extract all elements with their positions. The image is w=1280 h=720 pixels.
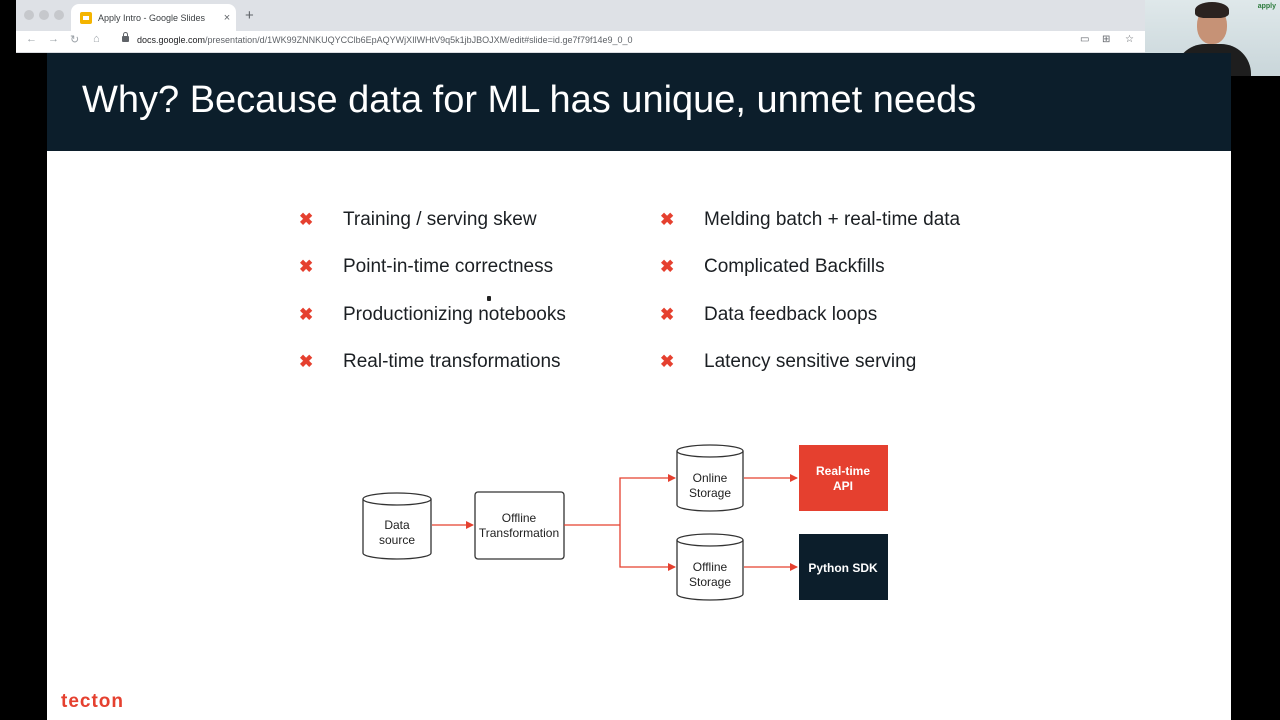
python-sdk-node: Python SDK [799, 534, 888, 600]
lock-icon[interactable] [122, 32, 129, 42]
mouse-cursor [487, 296, 491, 301]
arrow-to-offline-storage [619, 525, 676, 571]
bullet-item: ✖ Data feedback loops [660, 303, 877, 327]
webcam-logo: apply [1257, 3, 1276, 10]
bullet-item: ✖ Real-time transformations [299, 350, 561, 374]
offline-storage-label-1: Offline [693, 560, 728, 574]
offline-transformation-label-1: Offline [502, 511, 537, 525]
x-mark-icon: ✖ [660, 352, 675, 371]
back-icon[interactable]: ← [26, 33, 37, 45]
window-zoom-dot[interactable] [54, 10, 64, 20]
x-mark-icon: ✖ [660, 210, 675, 229]
x-mark-icon: ✖ [299, 305, 314, 324]
bullet-text: Productionizing notebooks [343, 304, 566, 325]
slide-title: Why? Because data for ML has unique, unm… [82, 79, 977, 121]
bullet-text: Complicated Backfills [704, 256, 885, 277]
python-sdk-label: Python SDK [808, 561, 878, 575]
forward-icon[interactable]: → [48, 33, 59, 45]
offline-storage-label-2: Storage [689, 575, 731, 589]
realtime-api-label-1: Real-time [816, 464, 870, 478]
data-source-label-2: source [379, 533, 415, 547]
bullet-text: Melding batch + real-time data [704, 209, 961, 230]
extension-icon[interactable]: ⊞ [1102, 34, 1111, 45]
architecture-diagram: Data source Offline Transformation Onlin… [362, 444, 888, 601]
data-source-node: Data source [362, 492, 432, 560]
data-source-label-1: Data [384, 518, 410, 532]
online-storage-label-2: Storage [689, 486, 731, 500]
tecton-logo: tecton [61, 691, 124, 712]
browser-tab-bar: Apply Intro - Google Slides × + [16, 0, 1145, 31]
bullet-item: ✖ Complicated Backfills [660, 255, 885, 279]
online-storage-node: Online Storage [676, 444, 744, 512]
x-mark-icon: ✖ [660, 305, 675, 324]
window-minimize-dot[interactable] [39, 10, 49, 20]
bullet-text: Real-time transformations [343, 351, 561, 372]
cast-icon[interactable]: ▭ [1080, 34, 1090, 45]
arrow-to-online-storage [619, 474, 676, 525]
slide-header: Why? Because data for ML has unique, unm… [47, 53, 1231, 151]
url-path: /presentation/d/1WK99ZNNKUQYCClb6EpAQYWj… [205, 35, 633, 45]
bullet-item: ✖ Melding batch + real-time data [660, 208, 960, 232]
bullet-item: ✖ Latency sensitive serving [660, 350, 916, 374]
offline-storage-node: Offline Storage [676, 533, 744, 601]
x-mark-icon: ✖ [299, 352, 314, 371]
bullet-item: ✖ Productionizing notebooks [299, 303, 566, 327]
reload-icon[interactable]: ↻ [70, 34, 80, 46]
x-mark-icon: ✖ [299, 257, 314, 276]
offline-transformation-node: Offline Transformation [474, 491, 565, 560]
bullet-text: Point-in-time correctness [343, 256, 554, 277]
url-host: docs.google.com [137, 35, 206, 45]
slide: Why? Because data for ML has unique, unm… [47, 53, 1231, 720]
home-icon[interactable]: ⌂ [93, 33, 100, 45]
slides-favicon-icon [80, 11, 92, 24]
realtime-api-node: Real-time API [799, 445, 888, 511]
offline-transformation-label-2: Transformation [479, 526, 559, 540]
bullet-item: ✖ Training / serving skew [299, 208, 537, 232]
address-bar: ← → ↻ ⌂ docs.google.com/presentation/d/1… [16, 31, 1145, 53]
bullet-text: Latency sensitive serving [704, 351, 917, 372]
bullet-text: Training / serving skew [343, 209, 537, 230]
presenter-hair [1195, 2, 1229, 18]
window-close-dot[interactable] [24, 10, 34, 20]
new-tab-icon[interactable]: + [245, 7, 254, 24]
bullet-text: Data feedback loops [704, 304, 878, 325]
url-field[interactable]: docs.google.com/presentation/d/1WK99ZNNK… [137, 35, 633, 45]
bullet-item: ✖ Point-in-time correctness [299, 255, 553, 279]
tab-close-icon[interactable]: × [223, 11, 231, 24]
browser-tab[interactable]: Apply Intro - Google Slides × [71, 4, 236, 31]
x-mark-icon: ✖ [299, 210, 314, 229]
realtime-api-label-2: API [833, 479, 853, 493]
bookmark-star-icon[interactable]: ☆ [1125, 34, 1134, 45]
x-mark-icon: ✖ [660, 257, 675, 276]
online-storage-label-1: Online [693, 471, 728, 485]
tab-title: Apply Intro - Google Slides [98, 12, 206, 23]
